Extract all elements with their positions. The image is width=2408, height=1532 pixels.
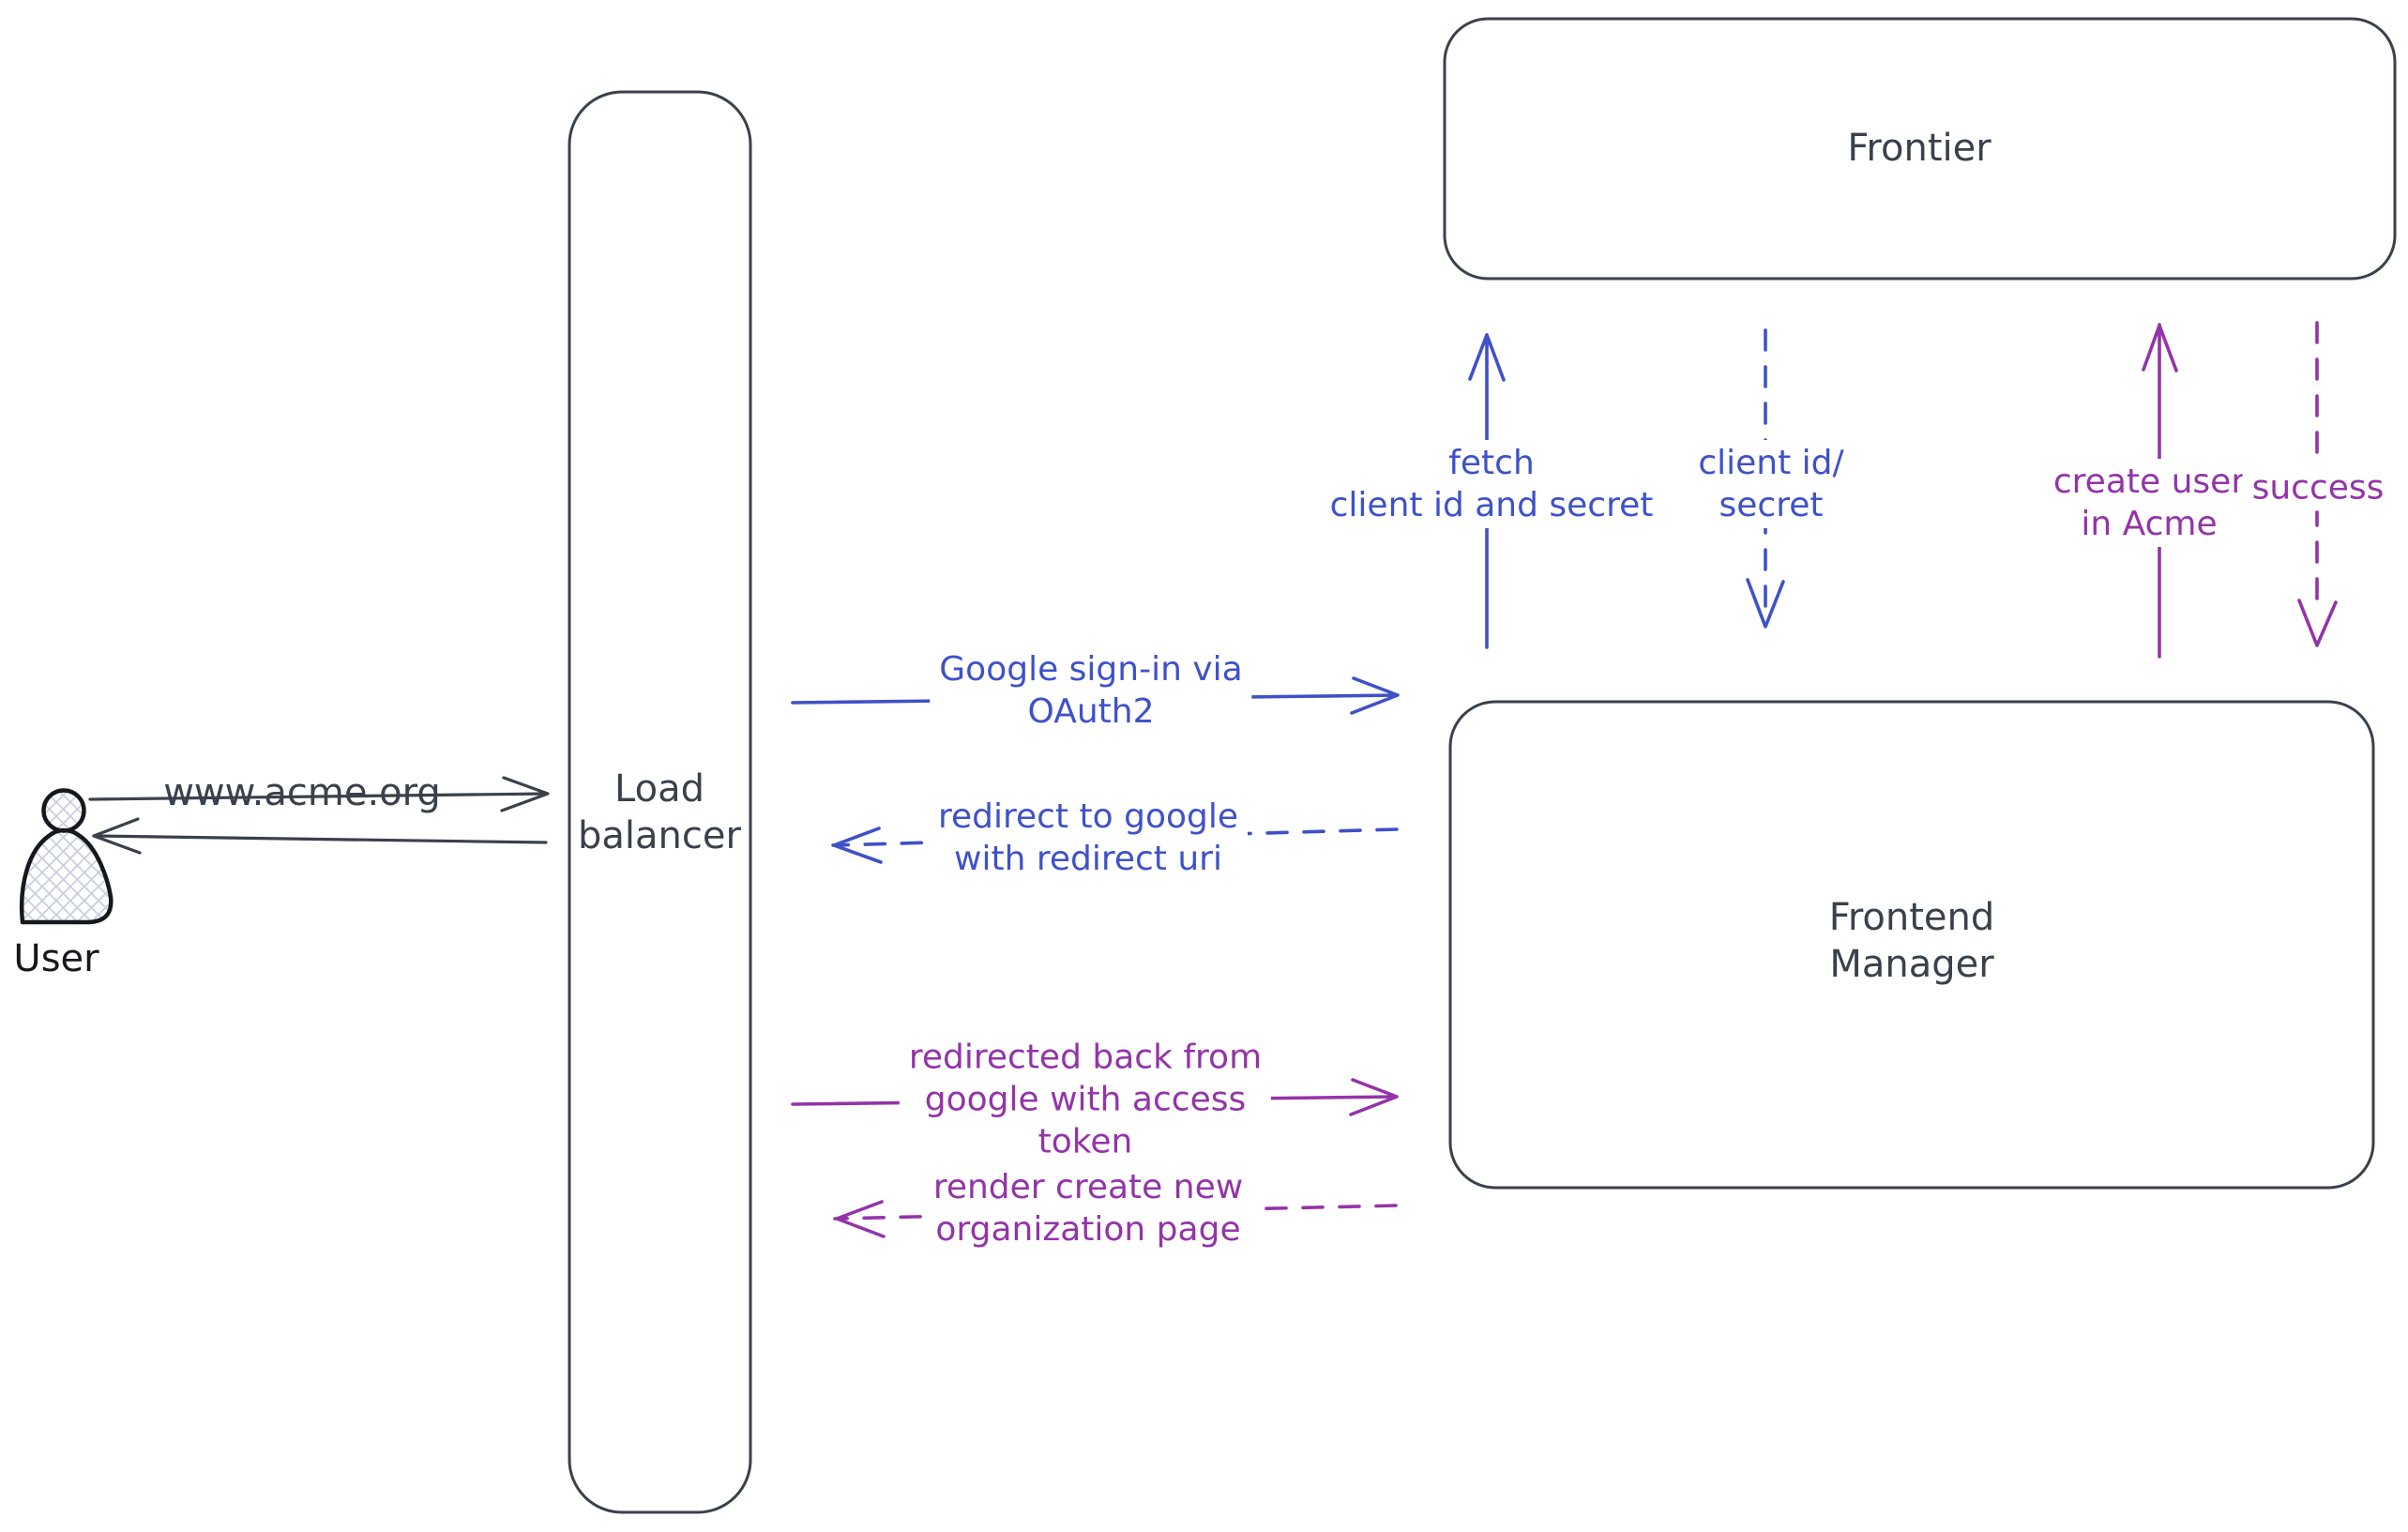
arrowhead-down [2297, 599, 2338, 647]
arrowhead-right [500, 776, 550, 812]
arrow-return-to-user [92, 817, 548, 855]
arrowhead-right [1349, 1078, 1399, 1116]
arrow-fetch-secret [1468, 333, 1506, 649]
frontier-box [1443, 17, 2397, 281]
arrow-google-signin [791, 676, 1400, 715]
arrow-render-org-page [833, 1200, 1398, 1238]
person-head [41, 788, 86, 833]
arrow-www-acme [88, 776, 550, 812]
arrowhead-left [92, 817, 142, 855]
arrowhead-left [832, 827, 883, 864]
arrow-create-user [2142, 323, 2178, 659]
arrow-client-id-secret [1746, 328, 1785, 629]
arrow-redirected-back [791, 1078, 1399, 1116]
frontend-manager-box [1448, 700, 2375, 1190]
user-person-icon [20, 788, 114, 925]
load-balancer-box [568, 90, 752, 1514]
arrowhead-up [2142, 324, 2178, 372]
arrowhead-right [1350, 676, 1400, 715]
arrowhead-down [1746, 578, 1785, 629]
person-body [20, 827, 114, 925]
arrowhead-up [1468, 333, 1506, 382]
arrowhead-left [835, 1200, 886, 1238]
arrow-redirect-google [831, 827, 1399, 864]
arrow-success [2297, 321, 2338, 647]
